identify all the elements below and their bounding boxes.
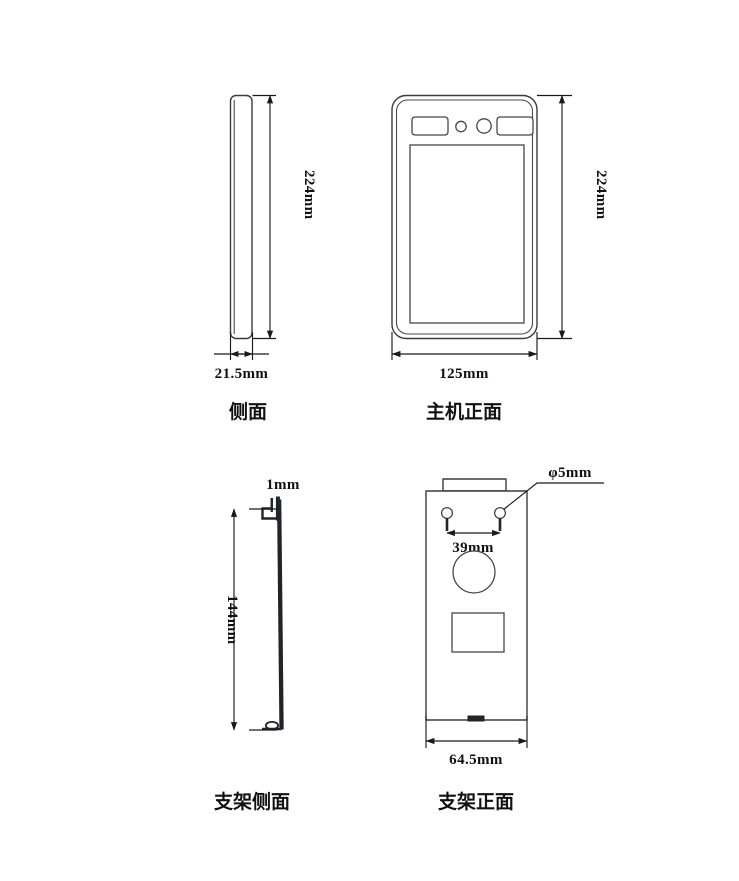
bracket-side-height-label: 144mm [224,595,240,645]
caption-device-side: 侧面 [229,401,267,423]
caption-device-front: 主机正面 [426,401,502,423]
bracket-side-tab [275,496,280,521]
keyhole-diameter-leader [503,482,604,510]
ir-camera-right [496,116,534,136]
view-bracket-side: 1mm 144mm 支架侧面 [213,477,300,813]
cable-hole [452,550,496,594]
keyhole-spacing-label: 39mm [452,540,494,556]
bracket-front-plate [425,490,528,721]
device-front-height-label: 224mm [593,170,609,220]
view-device-front: 224mm 125mm 主机正面 [391,94,609,423]
ir-camera-left [411,116,449,136]
device-side-body [229,94,253,340]
bracket-front-width-label: 64.5mm [449,752,503,768]
bracket-side-plate [276,499,284,730]
device-front-width-label: 125mm [439,366,489,382]
keyhole-diameter-label: φ5mm [548,465,592,481]
bracket-front-top-tab [442,478,507,492]
device-side-height-label: 224mm [301,170,317,220]
mount-cutout [451,612,505,653]
view-device-side: 224mm 21.5mm 侧面 [214,94,317,423]
keyhole-left-icon [440,506,454,520]
caption-bracket-front: 支架正面 [437,791,514,813]
display-screen [409,144,525,324]
caption-bracket-side: 支架侧面 [213,791,290,813]
view-bracket-front: 39mm φ5mm 64.5mm 支架正面 [425,465,604,813]
bracket-side-foot-loop [264,721,280,731]
bottom-notch [467,715,485,722]
camera-lens-icon [476,118,492,134]
bracket-thickness-label: 1mm [266,477,300,493]
device-side-thickness-label: 21.5mm [215,366,269,382]
sensor-small-icon [455,120,467,133]
